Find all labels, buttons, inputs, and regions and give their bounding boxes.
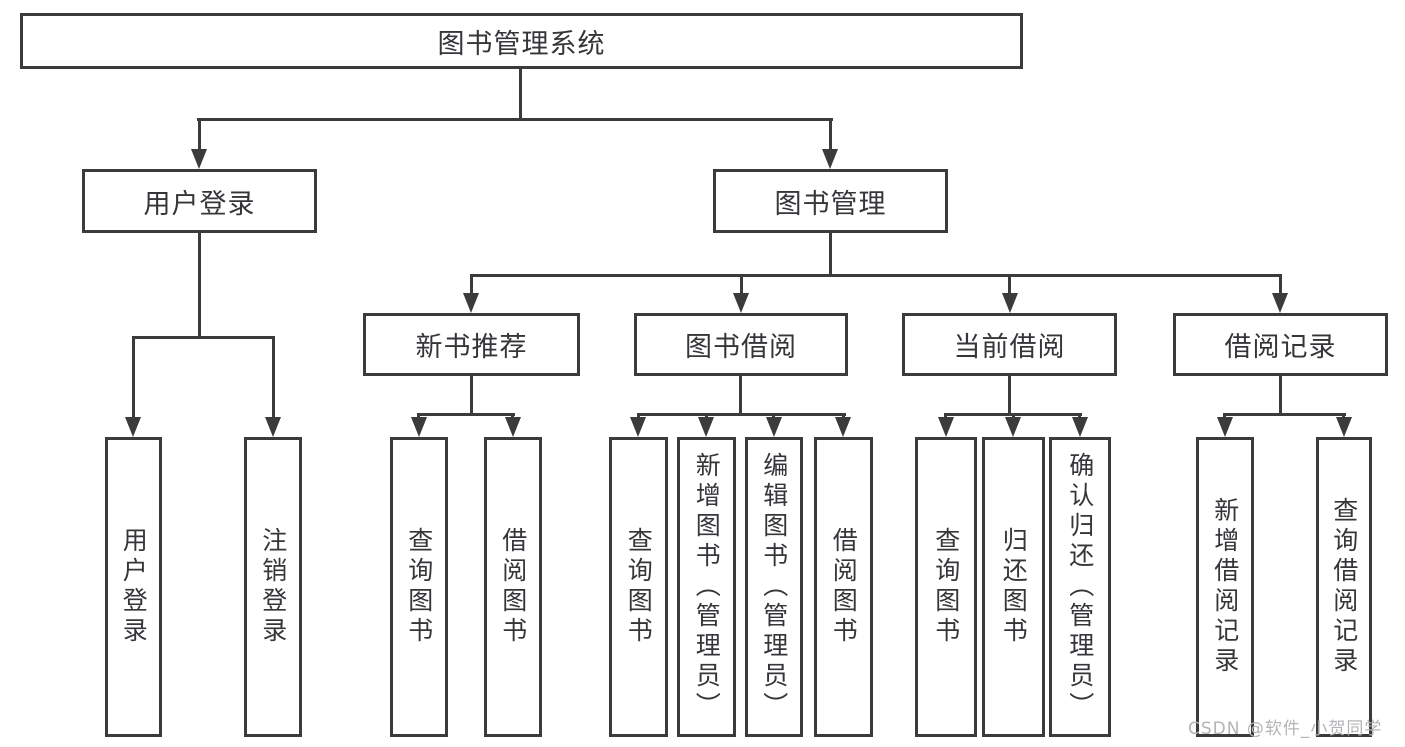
arrowhead-nbr-borrow: [505, 417, 521, 437]
leaf-br-add-record: 新增借阅记录: [1196, 437, 1254, 737]
node-current-borrow: 当前借阅: [902, 313, 1117, 376]
connector-borrow-records-rail: [1223, 413, 1346, 416]
leaf-nbr-query-books: 查询图书: [390, 437, 448, 737]
arrowhead-br-add: [1217, 417, 1233, 437]
arrowhead-br-query: [1336, 417, 1352, 437]
connector-borrow-records-drop: [1279, 274, 1282, 299]
arrowhead-bb-borrow: [835, 417, 851, 437]
leaf-cb-confirm-return-admin: 确认归还（管理员）: [1049, 437, 1111, 737]
leaf-user-login: 用户登录: [105, 437, 162, 737]
connector-current-borrow-drop: [1008, 274, 1011, 299]
connector-borrow-records-stem: [1279, 374, 1282, 415]
arrowhead-leaf-logout: [265, 417, 281, 437]
arrowhead-bb-add: [698, 417, 714, 437]
leaf-bb-query-books: 查询图书: [609, 437, 668, 737]
connector-book-management-stem: [829, 231, 832, 276]
node-new-book-recommend: 新书推荐: [363, 313, 580, 376]
connector-book-borrow-stem: [739, 374, 742, 415]
connector-new-book-stem: [470, 374, 473, 415]
csdn-watermark: CSDN @软件_小贺同学: [1188, 719, 1383, 739]
connector-leaf-logout-drop: [272, 336, 275, 422]
leaf-bb-add-books-admin: 新增图书（管理员）: [677, 437, 736, 737]
arrowhead-new-book-recommend: [463, 293, 479, 313]
arrowhead-current-borrow: [1002, 293, 1018, 313]
leaf-nbr-borrow-books: 借阅图书: [484, 437, 542, 737]
arrowhead-book-management: [822, 149, 838, 169]
arrowhead-cb-return: [1005, 417, 1021, 437]
connector-level2-rail: [470, 274, 1281, 277]
arrowhead-cb-confirm: [1072, 417, 1088, 437]
connector-user-login-rail: [132, 336, 275, 339]
arrowhead-bb-query: [630, 417, 646, 437]
leaf-bb-edit-books-admin: 编辑图书（管理员）: [745, 437, 803, 737]
arrowhead-borrow-records: [1272, 293, 1288, 313]
node-book-management: 图书管理: [713, 169, 948, 233]
arrowhead-nbr-query: [411, 417, 427, 437]
connector-book-borrow-drop: [740, 274, 743, 299]
connector-leaf-user-login-drop: [132, 336, 135, 422]
node-borrow-records: 借阅记录: [1173, 313, 1388, 376]
connector-level1-rail: [197, 118, 833, 121]
connector-user-login-stem: [198, 231, 201, 338]
leaf-br-query-record: 查询借阅记录: [1316, 437, 1372, 737]
node-library-management-system: 图书管理系统: [20, 13, 1023, 69]
node-user-login: 用户登录: [82, 169, 317, 233]
arrowhead-user-login: [191, 149, 207, 169]
leaf-cb-query-books: 查询图书: [915, 437, 977, 737]
connector-new-book-drop: [470, 274, 473, 299]
leaf-bb-borrow-books: 借阅图书: [814, 437, 873, 737]
arrowhead-book-borrow: [733, 293, 749, 313]
leaf-logout: 注销登录: [244, 437, 302, 737]
node-book-borrow: 图书借阅: [634, 313, 848, 376]
connector-new-book-rail: [417, 413, 515, 416]
connector-book-borrow-rail: [637, 413, 846, 416]
connector-current-borrow-stem: [1008, 374, 1011, 415]
arrowhead-leaf-user-login: [125, 417, 141, 437]
connector-book-management-drop: [829, 118, 832, 154]
arrowhead-cb-query: [938, 417, 954, 437]
connector-root-stem: [519, 67, 522, 118]
connector-user-login-drop: [198, 118, 201, 154]
arrowhead-bb-edit: [766, 417, 782, 437]
leaf-cb-return-books: 归还图书: [982, 437, 1045, 737]
